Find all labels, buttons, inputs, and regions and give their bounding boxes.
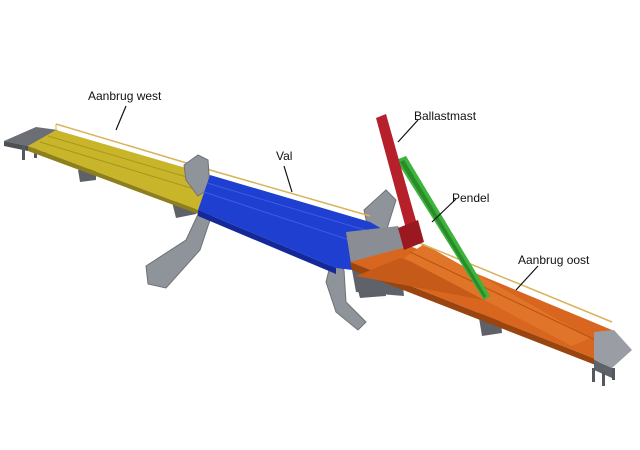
label-pendel: Pendel (452, 191, 489, 205)
label-ballastmast: Ballastmast (414, 109, 477, 123)
aanbrug-oost-span (350, 239, 613, 366)
pendel-arm (396, 156, 490, 300)
label-leaders (115, 105, 539, 291)
label-aanbrug-oost: Aanbrug oost (518, 253, 590, 267)
aanbrug-west-span (28, 123, 211, 214)
ballastmast-arm (376, 114, 424, 250)
label-val: Val (276, 149, 292, 163)
east-abutment (592, 330, 632, 386)
label-aanbrug-west: Aanbrug west (88, 89, 162, 103)
